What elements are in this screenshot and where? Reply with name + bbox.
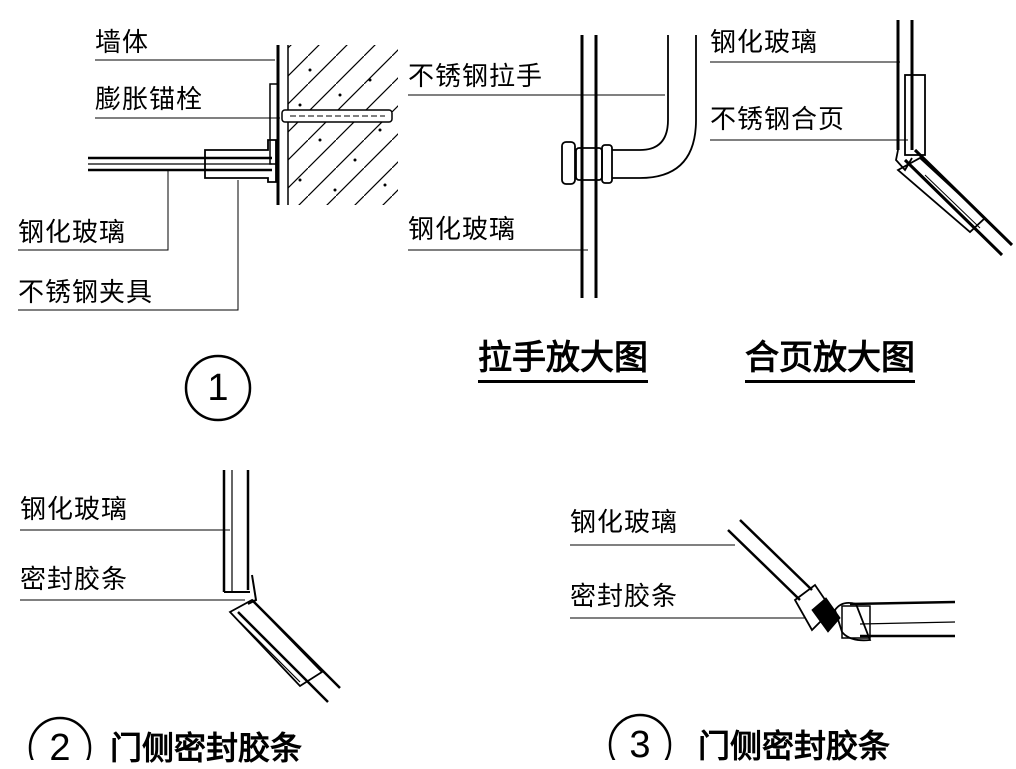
diagram-number-3: 3 — [629, 724, 651, 766]
label-tempered-glass-3: 钢化玻璃 — [570, 508, 679, 538]
label-tempered-glass-2: 钢化玻璃 — [20, 495, 129, 525]
label-tempered-glass-handle: 钢化玻璃 — [408, 215, 517, 245]
handle-detail-title: 拉手放大图 — [478, 338, 648, 383]
label-wall: 墙体 — [95, 28, 150, 58]
label-seal-strip-3: 密封胶条 — [570, 582, 679, 612]
label-ss-clamp: 不锈钢夹具 — [18, 278, 154, 308]
handle-detail-drawing — [408, 35, 697, 298]
seal-strip-detail-2 — [20, 470, 341, 760]
label-ss-handle: 不锈钢拉手 — [408, 62, 544, 92]
label-tempered-glass-1: 钢化玻璃 — [18, 218, 127, 248]
wall-clamp-section — [18, 45, 398, 422]
label-ss-hinge: 不锈钢合页 — [710, 105, 846, 135]
diagram-number-2: 2 — [49, 727, 71, 769]
label-seal-strip-2: 密封胶条 — [20, 565, 129, 595]
diagram-3-caption: 门侧密封胶条 — [698, 727, 891, 765]
seal-strip-detail-3 — [570, 519, 956, 760]
hinge-detail-drawing — [710, 20, 1014, 257]
label-anchor-bolt: 膨胀锚栓 — [95, 85, 204, 115]
hinge-detail-title: 合页放大图 — [745, 338, 915, 383]
diagram-number-1: 1 — [207, 367, 229, 409]
label-tempered-glass-hinge: 钢化玻璃 — [710, 28, 819, 58]
diagram-2-caption: 门侧密封胶条 — [110, 729, 303, 767]
